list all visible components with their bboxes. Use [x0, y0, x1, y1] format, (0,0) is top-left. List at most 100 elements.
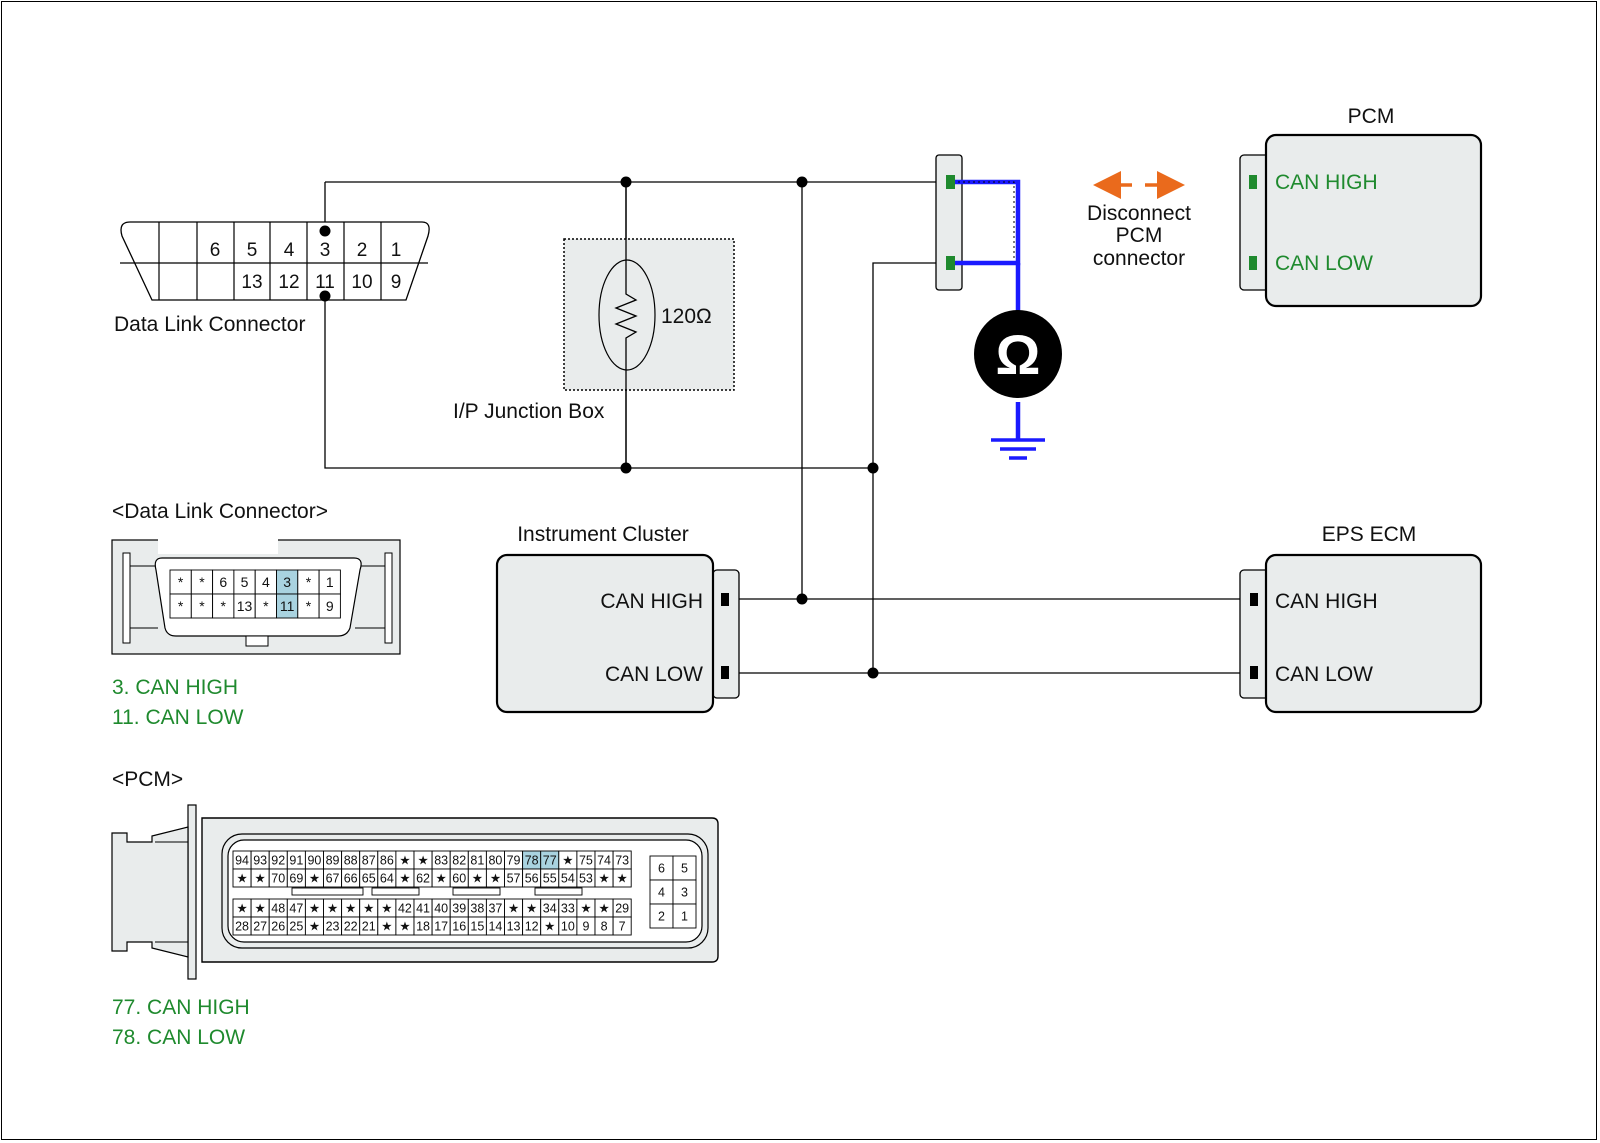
pcm-legend-can-high: 77. CAN HIGH [112, 996, 250, 1019]
dlc-pin-label: 9 [391, 272, 402, 293]
pin-label: 2 [658, 910, 665, 924]
pin-label: ★ [255, 872, 266, 886]
pin-label: 15 [470, 920, 484, 934]
pin-label: ★ [417, 854, 428, 868]
pin-label: 69 [289, 872, 303, 886]
pin-label: 3 [681, 886, 688, 900]
pin-label: ★ [236, 872, 247, 886]
pin-label: 28 [235, 920, 249, 934]
dlc-pin-label: 5 [247, 240, 258, 261]
pin-label: ★ [526, 902, 537, 916]
pin-label: * [178, 598, 184, 614]
pcm-title: PCM [1348, 105, 1395, 128]
pin-label: * [178, 574, 184, 590]
pin-label: ★ [345, 902, 356, 916]
pin-label: 21 [362, 920, 376, 934]
pin-label: 6 [219, 574, 227, 590]
pin-label: 89 [326, 854, 340, 868]
pin-label: 27 [253, 920, 267, 934]
pin-label: * [306, 574, 312, 590]
pin-label: 41 [416, 902, 430, 916]
pin-label: 80 [488, 854, 502, 868]
pin-label: 39 [452, 902, 466, 916]
pin-label: 86 [380, 854, 394, 868]
pin-label: 70 [271, 872, 285, 886]
pin-label: ★ [309, 902, 320, 916]
dlc-detail-title: <Data Link Connector> [112, 500, 328, 523]
pin-label: * [199, 598, 205, 614]
pin-label: * [199, 574, 205, 590]
pin-label: ★ [580, 902, 591, 916]
pin-label: 9 [582, 920, 589, 934]
dlc-pin-label: 13 [241, 272, 262, 293]
pin-label: 56 [525, 872, 539, 886]
pin-label: ★ [381, 902, 392, 916]
pin-label: 74 [597, 854, 611, 868]
pin-label: 4 [658, 886, 665, 900]
pin-label: 11 [280, 598, 295, 614]
pcm-legend-can-low: 78. CAN LOW [112, 1026, 245, 1049]
pin-label: 22 [344, 920, 358, 934]
pin-label: 91 [289, 854, 303, 868]
pin-label: ★ [327, 902, 338, 916]
pin-label: ★ [490, 872, 501, 886]
pcm-can-high-label: CAN HIGH [1275, 171, 1378, 194]
pin-label: 18 [416, 920, 430, 934]
pin-label: ★ [508, 902, 519, 916]
pin-label: 16 [452, 920, 466, 934]
pin-label: 17 [434, 920, 448, 934]
dlc-label: Data Link Connector [114, 313, 305, 336]
pin-label: 10 [561, 920, 575, 934]
dlc-pin-label: 1 [391, 240, 402, 261]
dlc-legend-can-high: 3. CAN HIGH [112, 676, 238, 699]
pin-label: * [306, 598, 312, 614]
pin-label: ★ [399, 920, 410, 934]
ohmmeter-leads [955, 179, 1021, 440]
pin-label: ★ [472, 872, 483, 886]
pin-label: 13 [237, 598, 253, 614]
dlc-pin-label: 6 [210, 240, 221, 261]
pin-label: 82 [452, 854, 466, 868]
pin-label: 67 [326, 872, 340, 886]
pin-label: 8 [601, 920, 608, 934]
instrument-cluster: Instrument Cluster CAN HIGH CAN LOW [495, 523, 740, 714]
pin-label: 37 [488, 902, 502, 916]
dlc-pin-label: 2 [357, 240, 368, 261]
cluster-can-high-label: CAN HIGH [600, 590, 703, 613]
pin-label: 5 [241, 574, 249, 590]
pin-label: 38 [470, 902, 484, 916]
pin-label: 65 [362, 872, 376, 886]
instrument-cluster-title: Instrument Cluster [517, 523, 689, 546]
pin-label: 1 [681, 910, 688, 924]
dlc-pin-label: 4 [284, 240, 295, 261]
pin-label: 78 [525, 854, 539, 868]
pin-label: 87 [362, 854, 376, 868]
pin-label: 75 [579, 854, 593, 868]
pin-label: 42 [398, 902, 412, 916]
pin-label: 62 [416, 872, 430, 886]
svg-text:Ω: Ω [996, 323, 1041, 386]
pin-label: ★ [363, 902, 374, 916]
ground-icon [991, 438, 1045, 460]
disconnect-note-line2: PCM [1116, 224, 1163, 247]
pin-label: 23 [326, 920, 340, 934]
pin-label: ★ [562, 854, 573, 868]
pin-label: ★ [236, 902, 247, 916]
pin-label: 12 [525, 920, 539, 934]
pin-label: 92 [271, 854, 285, 868]
pin-label: 90 [307, 854, 321, 868]
pin-label: 94 [235, 854, 249, 868]
data-link-connector: 6 5 4 3 2 1 13 12 11 10 9 Data Link Conn… [114, 221, 430, 336]
pcm-detail-title: <PCM> [112, 768, 183, 791]
pin-label: 4 [262, 574, 270, 590]
disconnect-note-line1: Disconnect [1087, 202, 1191, 225]
dlc-pin-label: 10 [351, 272, 372, 293]
pin-label: 33 [561, 902, 575, 916]
pin-label: 25 [289, 920, 303, 934]
